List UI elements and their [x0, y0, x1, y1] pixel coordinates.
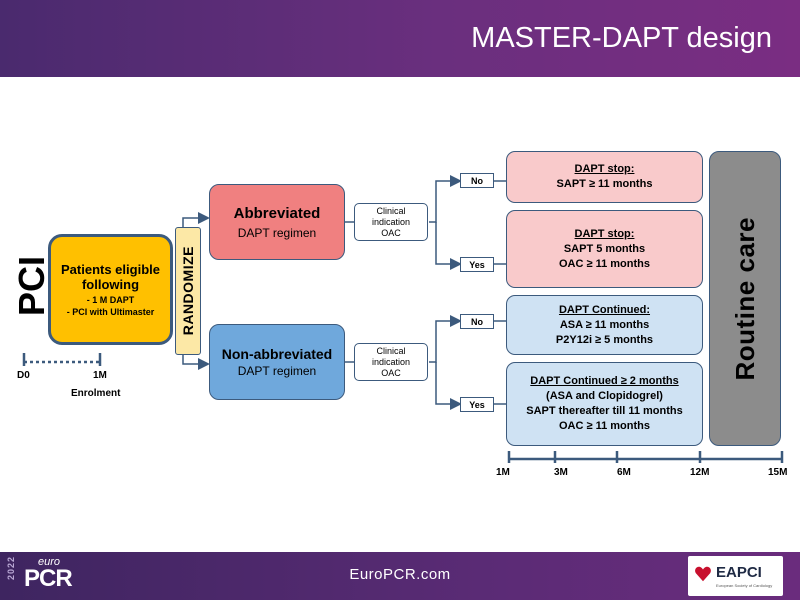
pci-label: PCI: [11, 255, 52, 316]
result-dapt-continued: DAPT Continued: ASA ≥ 11 months P2Y12i ≥…: [506, 295, 703, 355]
footer-url[interactable]: EuroPCR.com: [349, 566, 451, 583]
page-title: MASTER-DAPT design: [471, 22, 772, 54]
patients-title: Patients eligible following: [61, 261, 160, 292]
result2-line1: SAPT 5 months: [563, 242, 646, 255]
clinical-indication-bottom: Clinical indication OAC: [354, 343, 428, 381]
timeline-d0: D0: [17, 370, 30, 381]
yes-bottom-label: Yes: [460, 397, 494, 412]
routine-care-label: Routine care: [729, 216, 760, 381]
timeline-tick-3m: 3M: [554, 467, 568, 478]
patients-eligible-box: Patients eligible following - 1 M DAPT -…: [48, 234, 173, 345]
eapci-text: EAPCI: [716, 564, 762, 581]
timeline-tick-12m: 12M: [690, 467, 710, 478]
no-bottom-label: No: [460, 314, 494, 329]
timeline-tick-15m: 15M: [768, 467, 788, 478]
timeline-enrolment: Enrolment: [71, 388, 121, 399]
branch-top-no: [429, 175, 462, 223]
header-bar: MASTER-DAPT design: [0, 0, 800, 77]
result3-title: DAPT Continued:: [558, 303, 651, 316]
non-abbreviated-title: Non-abbreviated: [221, 346, 333, 362]
no-top-label: No: [460, 173, 494, 188]
result1-line1: SAPT ≥ 11 months: [556, 178, 653, 190]
heart-icon: [695, 566, 711, 582]
branch-bottom-yes: [435, 362, 462, 410]
result1-title: DAPT stop:: [574, 163, 635, 175]
arrow-to-non-abbreviated: [182, 355, 210, 370]
result4-line1: (ASA and Clopidogrel): [546, 390, 663, 402]
routine-care-box: Routine care: [709, 151, 781, 446]
footer-euro: euro: [38, 556, 61, 568]
clinical-top-line-1: Clinical: [376, 205, 406, 216]
result2-line2: OAC ≥ 11 months: [559, 257, 650, 270]
result3-line2: P2Y12i ≥ 5 months: [555, 333, 654, 346]
result4-line3: OAC ≥ 11 months: [559, 420, 650, 432]
result4-title: DAPT Continued ≥ 2 months: [530, 375, 679, 387]
result-dapt-stop-sapt: DAPT stop: SAPT ≥ 11 months: [506, 151, 703, 203]
clinical-top-line-3: OAC: [381, 227, 401, 238]
yes-top-label: Yes: [460, 257, 494, 272]
timeline-1m-left: 1M: [93, 370, 107, 381]
clinical-top-line-2: indication: [371, 216, 411, 227]
footer-bar: EuroPCR.com: [0, 552, 800, 600]
result-dapt-continued-oac: DAPT Continued ≥ 2 months (ASA and Clopi…: [506, 362, 703, 446]
result3-line1: ASA ≥ 11 months: [559, 318, 650, 331]
result2-title: DAPT stop:: [574, 227, 635, 240]
clinical-bottom-line-2: indication: [371, 356, 411, 367]
randomize-box: RANDOMIZE: [175, 227, 201, 355]
abbreviated-subtitle: DAPT regimen: [237, 225, 317, 240]
footer-year: 2022: [6, 556, 16, 581]
patients-bullet-1: - 1 M DAPT: [86, 294, 135, 305]
footer-pcr-logo: PCR: [24, 565, 73, 592]
clinical-bottom-line-3: OAC: [381, 367, 401, 378]
result4-line2: SAPT thereafter till 11 months: [526, 405, 683, 417]
randomize-label: RANDOMIZE: [180, 246, 196, 336]
abbreviated-arm-box: Abbreviated DAPT regimen: [209, 184, 345, 260]
arrow-to-abbreviated: [182, 212, 210, 227]
abbreviated-title: Abbreviated: [233, 204, 321, 222]
result-dapt-stop-oac: DAPT stop: SAPT 5 months OAC ≥ 11 months: [506, 210, 703, 288]
clinical-bottom-line-1: Clinical: [376, 345, 406, 356]
timeline-tick-1m: 1M: [496, 467, 510, 478]
branch-bottom-no: [429, 315, 462, 363]
eapci-logo: EAPCI European Society of Cardiology: [688, 556, 783, 596]
branch-top-yes: [435, 222, 462, 270]
clinical-indication-top: Clinical indication OAC: [354, 203, 428, 241]
timeline-tick-6m: 6M: [617, 467, 631, 478]
non-abbreviated-subtitle: DAPT regimen: [237, 364, 317, 378]
eapci-subtext: European Society of Cardiology: [716, 583, 773, 588]
non-abbreviated-arm-box: Non-abbreviated DAPT regimen: [209, 324, 345, 400]
patients-bullet-2: - PCI with Ultimaster: [66, 306, 155, 317]
